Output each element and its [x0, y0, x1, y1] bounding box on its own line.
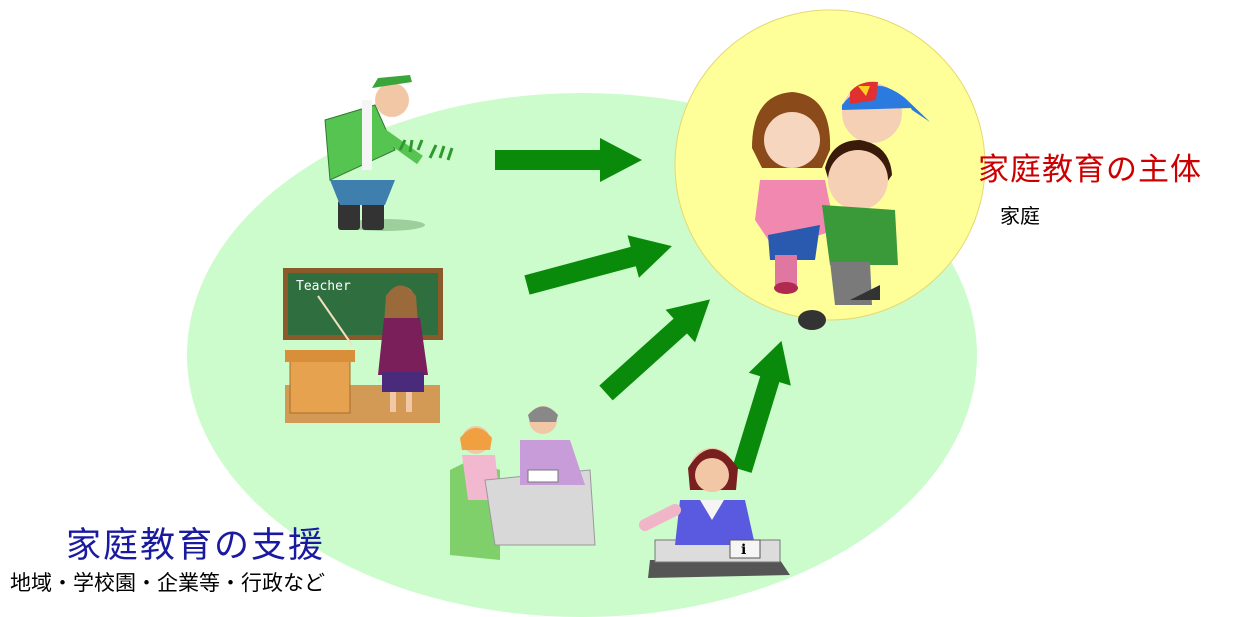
- arrow-counselor: [599, 299, 711, 401]
- receptionist-figure: i: [639, 448, 790, 578]
- arrow-farmer: [495, 138, 642, 182]
- info-sign: i: [741, 542, 746, 558]
- support-title: 家庭教育の支援: [66, 526, 326, 566]
- farmer-figure: [324, 75, 454, 231]
- blackboard-text: Teacher: [296, 279, 351, 294]
- support-subtitle: 地域・学校園・企業等・行政など: [10, 571, 325, 595]
- family-subject-subtitle: 家庭: [1000, 204, 1040, 228]
- counseling-figure: [450, 406, 596, 560]
- arrow-receptionist: [732, 340, 791, 473]
- family-subject-title: 家庭教育の主体: [978, 152, 1202, 188]
- arrow-teacher: [524, 235, 672, 295]
- teacher-figure: Teacher: [283, 268, 443, 423]
- family-figure: [752, 81, 930, 330]
